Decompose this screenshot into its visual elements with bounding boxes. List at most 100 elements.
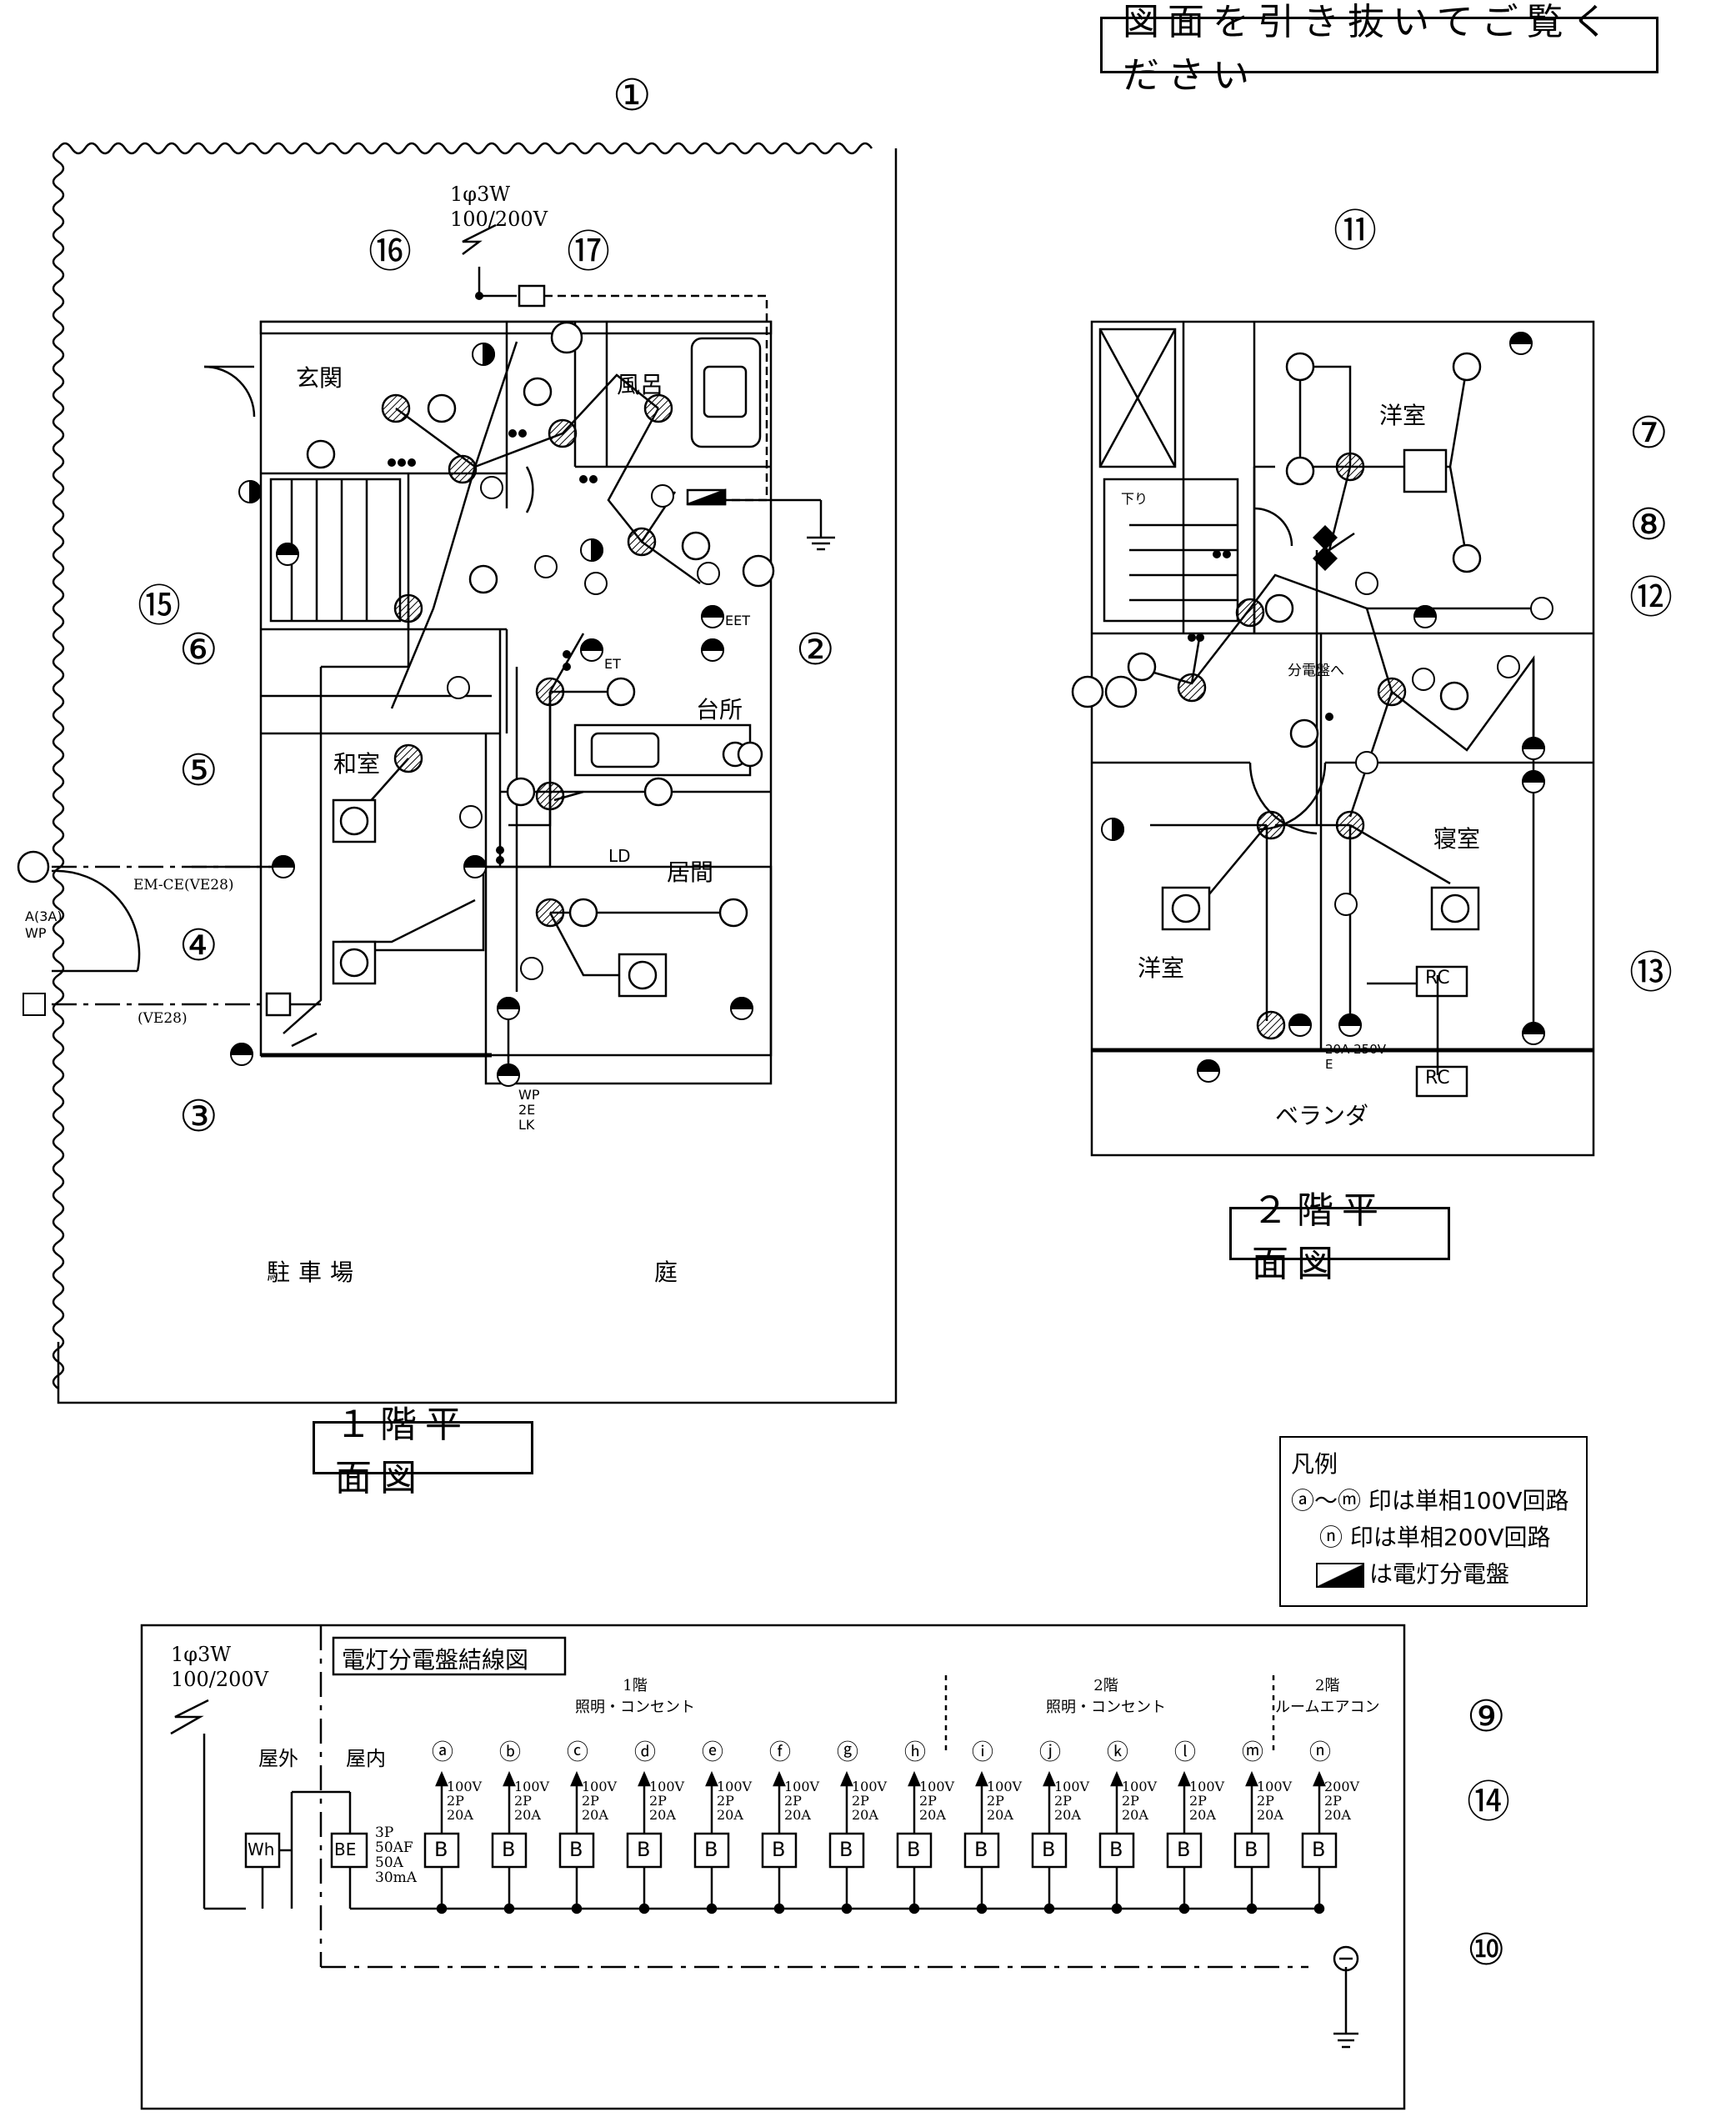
light-fixture [1335,810,1365,840]
group3-label: 2階 ルームエアコン [1275,1677,1380,1716]
outlet-marker [1508,332,1533,355]
circuit-id: ⓐ [432,1740,454,1765]
breaker-label: B [1109,1838,1123,1861]
room-western1: 洋室 [1379,402,1427,429]
label-e: E [1325,1057,1333,1072]
breaker-label: B [502,1838,516,1861]
callout-10: ⑩ [1467,1925,1506,1975]
circuit-id: ⓝ [1309,1740,1332,1765]
outlet-marker [1288,1013,1313,1037]
outlet-marker [472,342,495,367]
wiring-indoor: 屋内 [346,1747,386,1770]
downlight [1264,593,1294,623]
floor2-outline [1090,320,1595,1157]
label-em-ce: EM-CE(VE28) [133,877,234,893]
downlight [606,677,636,707]
outlet-marker [463,855,488,878]
legend-title: 凡例 [1291,1450,1338,1478]
circuit-id: ⓜ [1242,1740,1264,1765]
light-fixture [1256,810,1286,840]
callout-15: ⑮ [138,582,182,632]
downlight [568,898,598,928]
circuit-id: ⓑ [499,1740,522,1765]
outdoor-light [17,850,50,883]
outlet-marker [579,638,604,662]
breaker-label: B [434,1838,448,1861]
label-rc2: RC [1425,1068,1450,1089]
room-garden: 庭 [654,1259,678,1286]
wiring-title-box [332,1636,567,1676]
floor2-title: ２階平面図 [1229,1189,1450,1285]
room-veranda: ベランダ [1275,1102,1369,1129]
callout-12: ⑫ [1629,573,1673,623]
circuit-id: ⓕ [769,1740,792,1765]
downlight [681,531,711,561]
light-fixture [381,393,411,423]
f1-supply: 1φ3W 100/200V [450,183,548,231]
callout-13: ⑬ [1629,948,1673,998]
downlight [468,564,498,594]
light-fixture [1235,598,1265,628]
outlet-marker [580,538,603,563]
downlight [427,393,457,423]
floor1-south-wing [484,865,773,1085]
outlet-marker [1196,1059,1221,1083]
breaker-label: B [569,1838,583,1861]
room-entrance: 玄関 [296,364,343,392]
room-parking: 駐車場 [267,1259,363,1286]
breaker-label: B [907,1838,921,1861]
outlet-marker [1521,737,1546,760]
callout-17: ⑰ [567,228,611,278]
callout-7: ⑦ [1629,408,1668,458]
label-rc1: RC [1425,968,1450,988]
wiring-title: 電灯分電盤結線図 [342,1646,529,1674]
circuit-id: ⓔ [702,1740,724,1765]
downlight [1452,352,1482,382]
outlet-marker [729,997,754,1020]
breaker-label: B [1177,1838,1191,1861]
circuit-id: ⓛ [1174,1740,1197,1765]
room-japanese: 和室 [333,750,381,778]
outlet-marker [275,543,300,566]
label-ve28: (VE28) [138,1010,188,1027]
circuit-id: ⓙ [1039,1740,1062,1765]
circuit-id: ⓗ [904,1740,927,1765]
room-bath: 風呂 [617,371,664,398]
light-fixture [393,743,423,773]
callout-9: ⑨ [1467,1692,1506,1742]
callout-16: ⑯ [368,228,413,278]
circuit-id: ⓖ [837,1740,859,1765]
label-wp: WP [25,925,47,941]
notice-text: 図面を引き抜いてご覧ください [1123,1,1617,97]
site-boundary-left [52,147,65,1390]
light-fixture [627,527,657,557]
breaker-box [1301,1832,1338,1869]
circuit-id: ⓓ [634,1740,657,1765]
outlet-marker [496,1064,521,1087]
panel-icon [1316,1563,1364,1588]
breaker-label: B [1042,1838,1056,1861]
pendant [306,439,336,469]
label-eet: EET [725,613,750,628]
wiring-wh: Wh [248,1839,275,1859]
outlet-marker [700,605,725,628]
callout-14: ⑭ [1467,1778,1511,1828]
floor2-stairs [1103,478,1239,623]
downlight [1127,652,1157,682]
light-fixture [448,454,478,484]
outlet-marker [1338,1013,1363,1037]
circuit-id: ⓒ [567,1740,589,1765]
label-wp2: WP 2E LK [518,1087,540,1133]
downlight [1439,681,1469,711]
legend-box: 凡例 ⓐ～ⓜ 印は単相100V回路 ⓝ 印は単相200V回路 は電灯分電盤 [1279,1436,1588,1607]
outlet-marker [1521,1022,1546,1045]
